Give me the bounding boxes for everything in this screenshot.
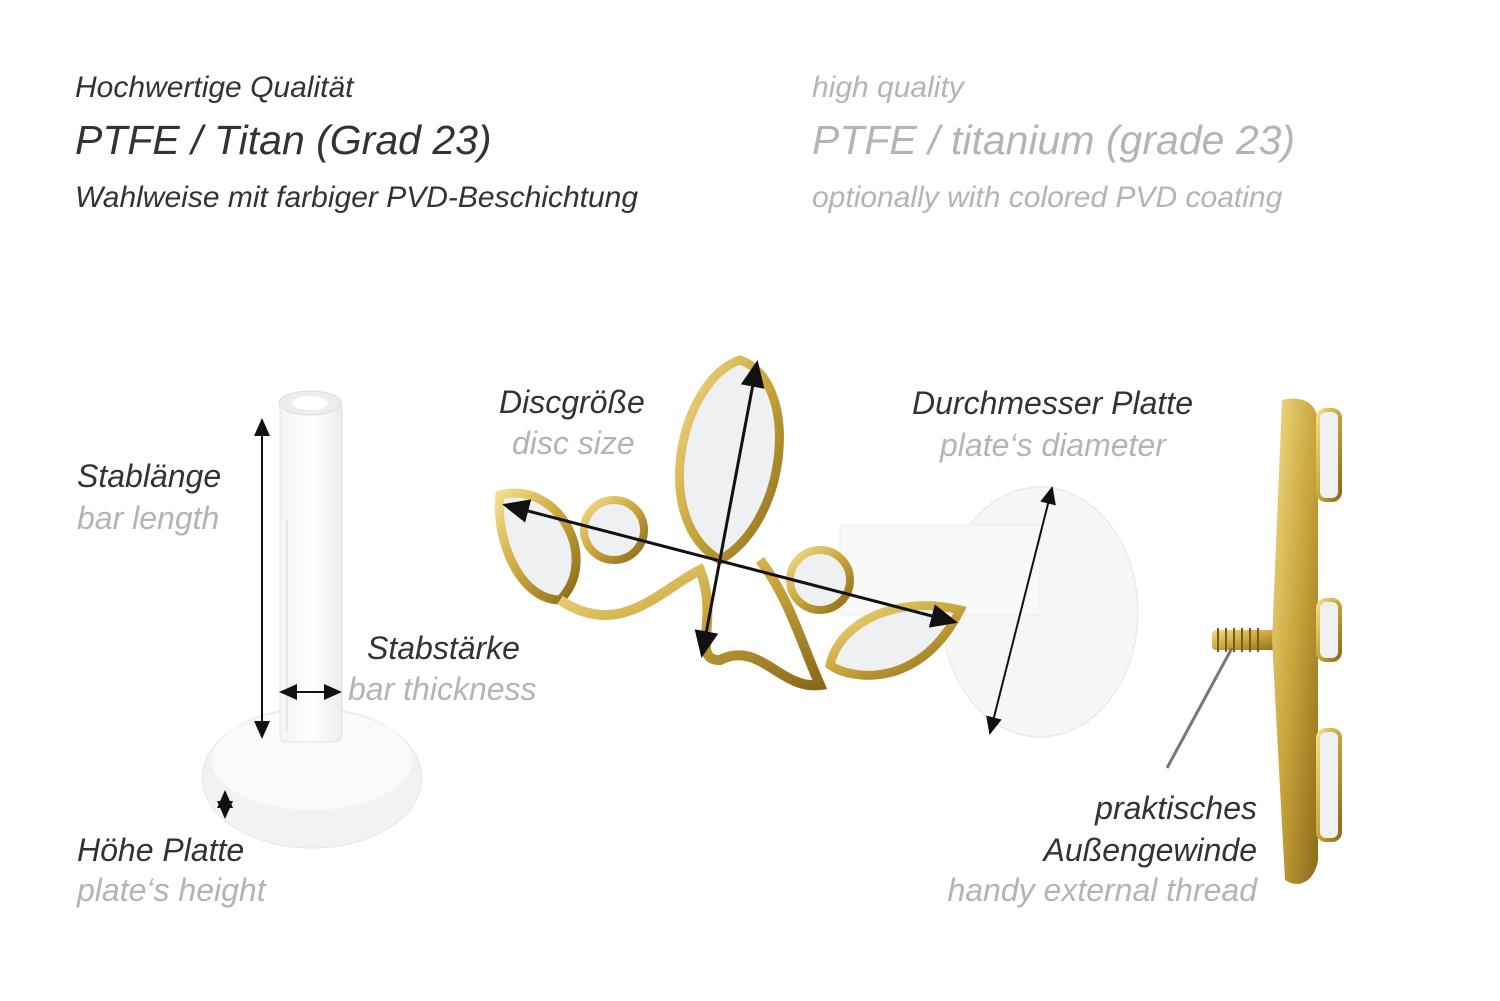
coating-de: Wahlweise mit farbiger PVD-Beschichtung [75,181,639,214]
bar-thickness-label: Stabstärke [367,630,520,666]
quality-en: high quality [812,71,964,104]
thread-label-1: praktisches [1095,790,1257,826]
disc-size-label: Discgröße [499,384,645,420]
thread-label-2: Außengewinde [1043,832,1257,868]
bar-thickness-label-en: bar thickness [348,671,537,707]
bar-length-label-en: bar length [77,500,220,536]
quality-de: Hochwertige Qualität [75,71,354,104]
plate-diameter-arrow [986,486,1056,735]
disc-size-label-en: disc size [512,425,635,461]
plate-diameter-label-en: plate‘s diameter [940,427,1166,463]
disc-size-arrow-2 [502,499,958,628]
bar-length-label: Stablänge [77,458,222,494]
side-view-jewel [1212,398,1342,884]
labret-base [201,390,423,849]
plate-height-label: Höhe Platte [77,832,245,868]
material-en: PTFE / titanium (grade 23) [812,117,1296,163]
material-de: PTFE / Titan (Grad 23) [75,117,492,163]
thread-pointer-line [1165,647,1234,769]
plate-height-label-en: plate‘s height [77,872,266,908]
plate-diameter-label: Durchmesser Platte [912,385,1193,421]
coating-en: optionally with colored PVD coating [812,181,1283,214]
thread-label-en: handy external thread [947,872,1257,908]
